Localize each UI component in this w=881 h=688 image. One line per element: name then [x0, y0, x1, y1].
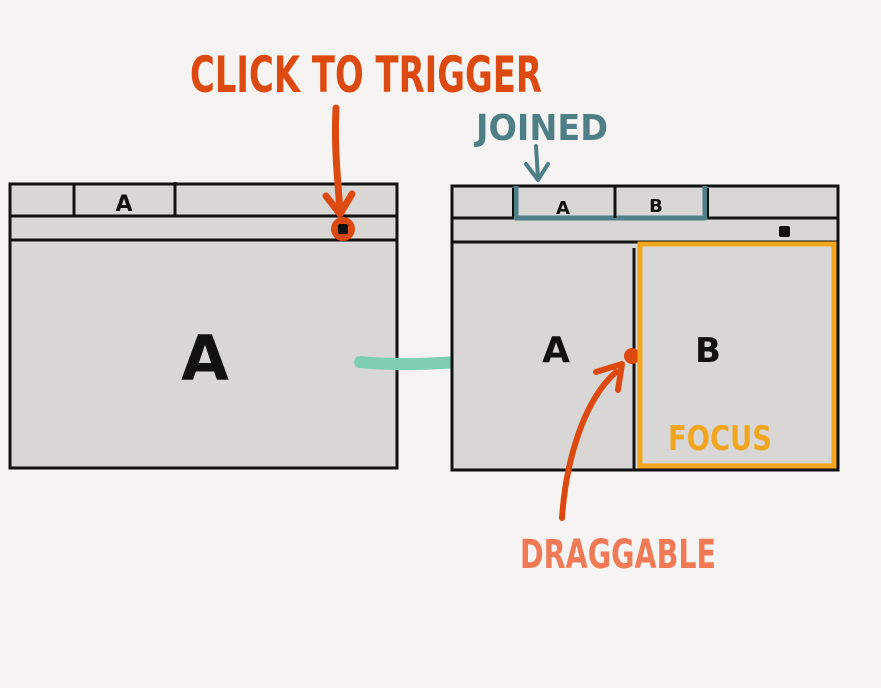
click-to-trigger-text: CLICK TO TRIGGER — [190, 46, 542, 104]
click-to-trigger-arrow-shaft — [331, 104, 344, 216]
draggable-annotation: DRAGGABLE — [520, 361, 716, 578]
joined-arrow-shaft — [534, 144, 540, 180]
split-drag-handle[interactable] — [624, 348, 640, 364]
left-tab-a[interactable]: A — [72, 182, 177, 217]
right-tab-a[interactable]: A — [556, 198, 570, 219]
right-tab-b[interactable]: B — [649, 196, 663, 217]
focus-border — [637, 241, 837, 469]
click-to-trigger-annotation: CLICK TO TRIGGER — [190, 46, 542, 218]
draggable-text: DRAGGABLE — [520, 532, 716, 578]
click-to-trigger-arrow-head — [322, 190, 356, 218]
draggable-arrow-shaft — [559, 369, 619, 521]
right-pane-a-label: A — [542, 330, 570, 371]
left-pane-a-label: A — [181, 322, 229, 395]
right-tab-b-label: B — [649, 196, 663, 217]
right-window: A B A B FOCUS — [450, 184, 840, 472]
joined-annotation: JOINED — [473, 108, 608, 182]
joined-tab-group: A B — [512, 186, 709, 221]
draggable-arrow-head — [593, 361, 625, 393]
trigger-button[interactable] — [338, 224, 348, 234]
left-window: A A — [8, 182, 399, 470]
right-trigger-button[interactable] — [779, 226, 790, 237]
joined-arrow-head — [524, 162, 550, 182]
focus-label: FOCUS — [668, 419, 772, 459]
right-tab-a-label: A — [556, 198, 570, 219]
right-window-frame — [450, 184, 840, 472]
right-pane-b-label: B — [695, 331, 721, 371]
joined-tab-group-outline — [513, 186, 708, 221]
left-tab-a-label: A — [115, 192, 132, 217]
joined-text: JOINED — [473, 108, 608, 149]
